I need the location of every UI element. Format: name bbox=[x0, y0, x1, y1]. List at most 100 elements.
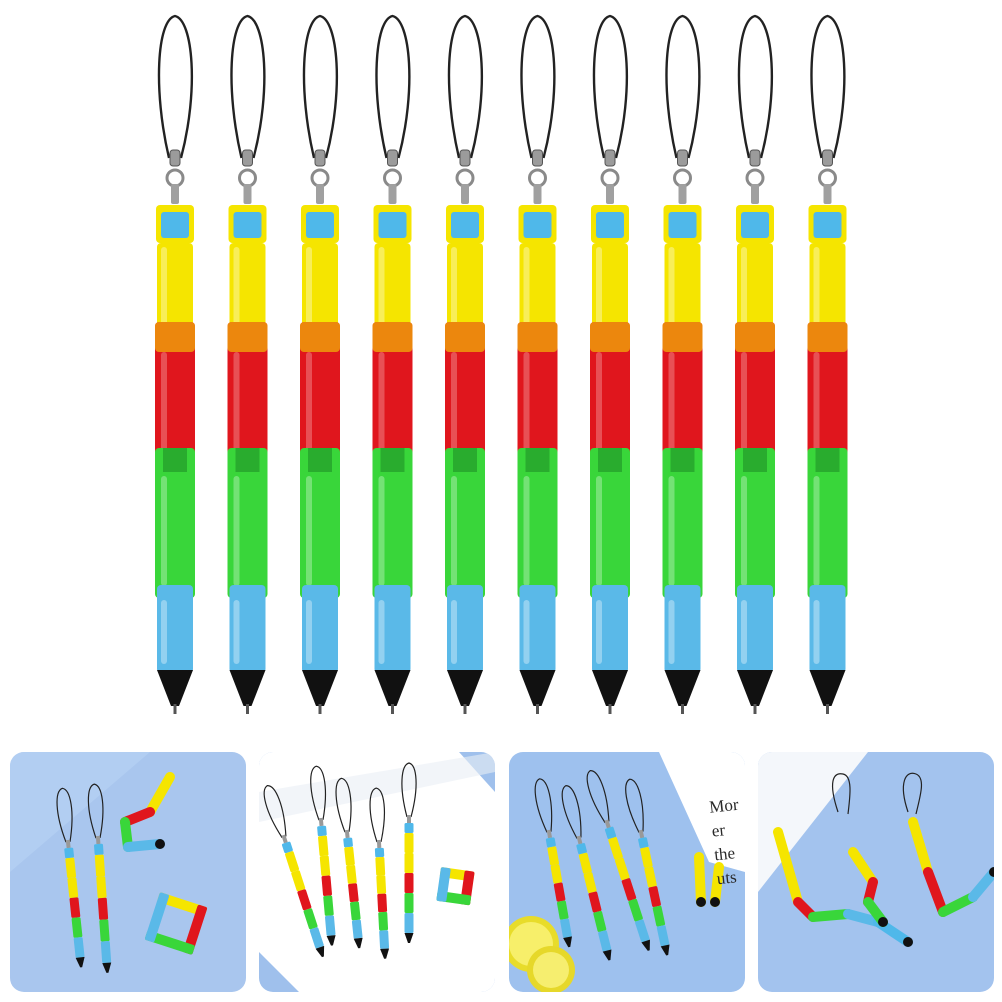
segment-highlight bbox=[523, 600, 530, 664]
pen-tip bbox=[660, 944, 670, 956]
segment-highlight bbox=[233, 600, 240, 664]
pen-tip bbox=[809, 670, 846, 706]
segment-highlight bbox=[596, 600, 602, 664]
lanyard-icon bbox=[87, 783, 104, 839]
segment-highlight bbox=[451, 352, 457, 464]
clasp-icon bbox=[95, 835, 101, 845]
pen-4 bbox=[372, 14, 413, 714]
folded-square-1 bbox=[145, 892, 208, 955]
segment-highlight bbox=[233, 476, 240, 586]
segment-joint bbox=[670, 448, 695, 472]
pen-nib bbox=[173, 704, 177, 714]
clasp-ring bbox=[165, 168, 185, 188]
segment-highlight bbox=[668, 476, 675, 586]
segment-blue bbox=[351, 919, 363, 939]
segment-green bbox=[71, 917, 83, 938]
thumbnail-scene-3[interactable]: Mor er the uts bbox=[509, 752, 745, 992]
segment-green bbox=[372, 448, 413, 598]
segment-yellow bbox=[145, 772, 175, 817]
pen-tip bbox=[519, 670, 556, 706]
paper-text-line-2: er bbox=[710, 820, 726, 841]
pen-cap-insert bbox=[378, 212, 407, 238]
pen-nib bbox=[681, 704, 684, 714]
segment-red bbox=[590, 322, 630, 472]
segment-red bbox=[297, 889, 312, 911]
clasp-icon bbox=[169, 149, 181, 167]
thumbnail-scene-4[interactable] bbox=[758, 752, 994, 992]
segment-yellow bbox=[578, 852, 592, 874]
pen-cap bbox=[404, 823, 414, 833]
segment-highlight bbox=[741, 247, 747, 337]
segment-yellow bbox=[404, 833, 414, 853]
pen-7 bbox=[590, 14, 630, 714]
pen-9 bbox=[735, 14, 775, 714]
thumbnail-scene-2[interactable] bbox=[259, 752, 495, 992]
mini-pen-2 bbox=[87, 783, 112, 973]
segment-blue bbox=[404, 913, 414, 933]
segment-blue bbox=[309, 927, 324, 949]
lanyard-icon bbox=[561, 785, 582, 839]
clasp-ring bbox=[455, 168, 475, 188]
clasp-icon bbox=[532, 149, 543, 167]
lanyard-icon bbox=[447, 14, 484, 159]
clasp-icon bbox=[604, 819, 611, 829]
mini-pen-4 bbox=[369, 787, 390, 959]
thumb-pens-1 bbox=[56, 772, 208, 973]
segment-yellow bbox=[346, 864, 357, 884]
thumb-pens-2 bbox=[263, 762, 475, 959]
segment-joint bbox=[525, 448, 550, 472]
lanyard-icon bbox=[369, 787, 386, 843]
pen-6 bbox=[517, 14, 558, 714]
segment-highlight bbox=[306, 476, 312, 586]
lanyard-icon bbox=[157, 14, 194, 159]
lanyard-icon bbox=[335, 777, 352, 833]
clasp-stem bbox=[751, 184, 759, 204]
segment-highlight bbox=[233, 247, 240, 337]
segment-blue bbox=[635, 919, 650, 943]
segment-yellow bbox=[640, 846, 653, 868]
lanyard-icon bbox=[56, 787, 73, 843]
segment-blue bbox=[123, 839, 165, 852]
folded-letter-2 bbox=[848, 847, 888, 927]
mini-pen-1 bbox=[263, 785, 325, 958]
segment-yellow bbox=[375, 856, 386, 876]
lanyard-icon bbox=[586, 770, 610, 823]
segment-highlight bbox=[306, 247, 312, 337]
segment-highlight bbox=[161, 600, 167, 664]
segment-red bbox=[372, 322, 413, 472]
segment-highlight bbox=[741, 600, 747, 664]
segment-blue bbox=[656, 925, 670, 947]
segment-yellow bbox=[519, 243, 556, 343]
lanyard-icon bbox=[310, 765, 326, 821]
clasp-icon bbox=[576, 835, 583, 845]
segment-red bbox=[517, 322, 558, 472]
paper-text-line-3: the bbox=[713, 843, 736, 865]
mini-pen-2 bbox=[561, 785, 612, 961]
segment-blue bbox=[560, 918, 572, 938]
segment-green bbox=[445, 448, 485, 598]
segment-yellow bbox=[615, 857, 630, 881]
lanyard-icon bbox=[302, 14, 339, 159]
segment-highlight bbox=[813, 247, 820, 337]
pen-tip bbox=[229, 670, 266, 706]
segment-yellow bbox=[908, 817, 933, 877]
pen-tip bbox=[903, 937, 913, 947]
segment-blue bbox=[157, 585, 193, 673]
lanyard-icon bbox=[534, 778, 553, 833]
segment-red bbox=[348, 883, 359, 903]
segment-highlight bbox=[451, 476, 457, 586]
segment-green bbox=[227, 448, 268, 598]
segment-yellow bbox=[404, 853, 414, 873]
segment-blue bbox=[664, 585, 701, 673]
paper-text-line-4: uts bbox=[715, 867, 738, 889]
pen-tip bbox=[374, 670, 411, 706]
segment-joint bbox=[235, 448, 260, 472]
mini-pen-3 bbox=[586, 770, 650, 951]
thumbnail-scene-1[interactable] bbox=[10, 752, 246, 992]
pen-tip bbox=[102, 962, 112, 973]
segment-green bbox=[145, 930, 195, 955]
pen-cap bbox=[374, 847, 385, 858]
segment-highlight bbox=[741, 476, 747, 586]
clasp-icon bbox=[749, 149, 761, 167]
segment-green bbox=[590, 448, 630, 598]
